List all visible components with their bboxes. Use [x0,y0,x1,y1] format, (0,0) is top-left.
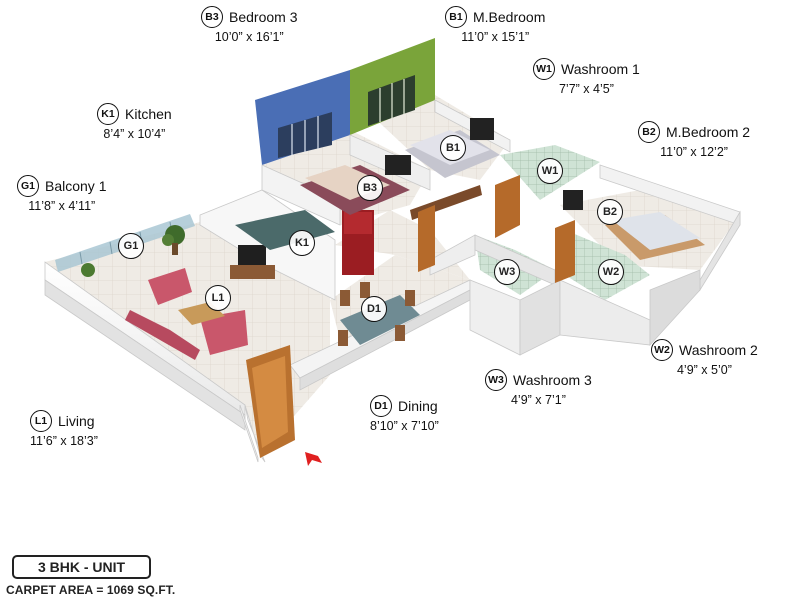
walls [44,99,741,463]
room-dimensions: 8’10” x 7’10” [370,419,439,433]
label-living: L1 Living 11’6” x 18’3” [30,410,98,448]
label-washroom2: W2 Washroom 2 4’9” x 5’0” [651,339,758,377]
living-furniture [125,210,420,458]
badge-b3: B3 [201,6,223,28]
badge-k1-map: K1 [289,230,315,256]
room-name: Bedroom 3 [229,9,298,25]
room-name: Dining [398,398,438,414]
room-dimensions: 7’7” x 4’5” [558,82,614,96]
label-washroom1: W1 Washroom 1 7’7” x 4’5” [533,58,640,96]
room-name: Washroom 2 [679,342,758,358]
badge-w1-map: W1 [537,158,563,184]
badge-w1: W1 [533,58,555,80]
bedroom3-accent-wall [255,70,350,165]
badge-w2-map: W2 [598,259,624,285]
room-dimensions: 11’0” x 12’2” [660,145,728,159]
badge-d1: D1 [370,395,392,417]
room-name: Kitchen [125,106,172,122]
room-dimensions: 11’8” x 4’11” [28,199,96,213]
mbedroom1-accent-wall [350,38,435,135]
badge-b2: B2 [638,121,660,143]
room-name: Washroom 3 [513,372,592,388]
badge-g1: G1 [17,175,39,197]
room-dimensions: 10’0” x 16’1” [214,30,284,44]
badge-w3-map: W3 [494,259,520,285]
label-kitchen: K1 Kitchen 8’4” x 10’4” [97,103,172,141]
red-arrow-icon [305,452,322,466]
unit-type-box: 3 BHK - UNIT [12,555,151,579]
room-dimensions: 11’0” x 15’1” [461,30,530,44]
label-washroom3: W3 Washroom 3 4’9” x 7’1” [485,369,592,407]
carpet-area-text: CARPET AREA = 1069 SQ.FT. [6,583,176,597]
badge-b1-map: B1 [440,135,466,161]
badge-l1: L1 [30,410,52,432]
room-name: Washroom 1 [561,61,640,77]
badge-w2: W2 [651,339,673,361]
label-mbedroom1: B1 M.Bedroom 11’0” x 15’1” [445,6,545,44]
label-bedroom3: B3 Bedroom 3 10’0” x 16’1” [201,6,297,44]
badge-l1-map: L1 [205,285,231,311]
room-dimensions: 4’9” x 5’0” [676,363,732,377]
room-dimensions: 4’9” x 7’1” [510,393,566,407]
room-name: M.Bedroom [473,9,546,25]
room-name: Balcony 1 [45,178,107,194]
badge-k1: K1 [97,103,119,125]
room-name: M.Bedroom 2 [666,124,751,140]
label-balcony1: G1 Balcony 1 11’8” x 4’11” [17,175,106,213]
badge-d1-map: D1 [361,296,387,322]
badge-b2-map: B2 [597,199,623,225]
label-mbedroom2: B2 M.Bedroom 2 11’0” x 12’2” [638,121,750,159]
badge-g1-map: G1 [118,233,144,259]
badge-w3: W3 [485,369,507,391]
room-dimensions: 8’4” x 10’4” [103,127,166,141]
badge-b1: B1 [445,6,467,28]
room-dimensions: 11’6” x 18’3” [30,434,98,448]
badge-b3-map: B3 [357,175,383,201]
room-name: Living [58,413,95,429]
label-dining: D1 Dining 8’10” x 7’10” [370,395,439,433]
